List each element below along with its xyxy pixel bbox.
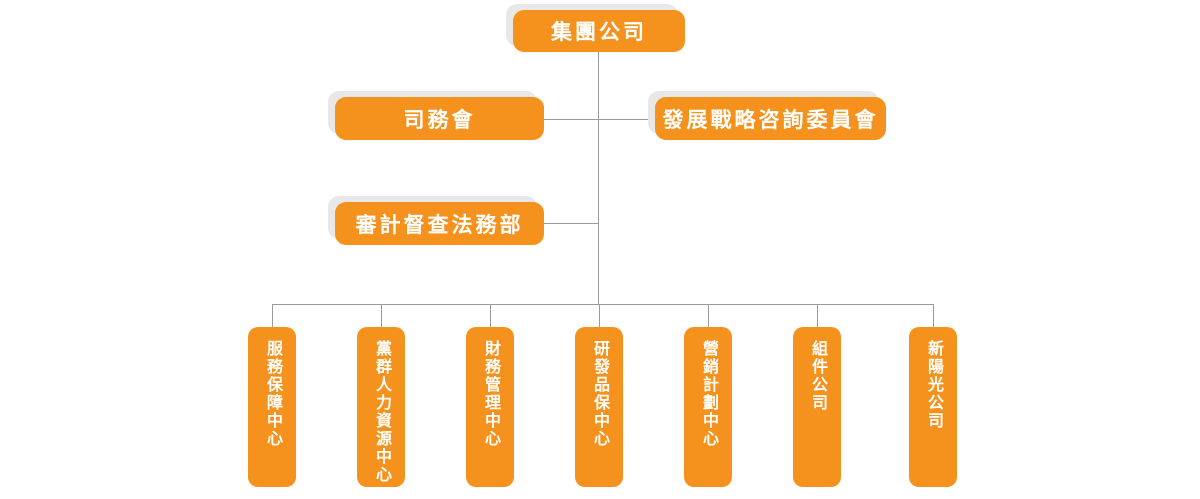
node-party-hr-center: 黨群人力資源中心 [357,327,405,487]
connector-drop-line [933,304,934,327]
connector-drop-line [599,304,600,327]
connector-trunk-line [598,52,599,304]
node-label: 審計督查法務部 [355,212,524,237]
connector-drop-line [817,304,818,327]
node-service-support-center: 服務保障中心 [248,327,296,487]
node-label: 司務會 [403,107,476,132]
connector-distribution-line [272,304,933,305]
node-development-strategy-advisory-committee: 發展戰略咨詢委員會 [655,97,886,140]
connector-drop-line [490,304,491,327]
node-marketing-planning-center: 營銷計劃中心 [684,327,732,487]
connector-audit-line [544,223,599,224]
node-executive-council: 司務會 [335,97,544,140]
node-financial-management-center: 財務管理中心 [466,327,514,487]
node-label: 集團公司 [551,20,647,44]
node-label: 發展戰略咨詢委員會 [662,107,879,132]
node-audit-supervision-legal-dept: 審計督查法務部 [335,202,544,245]
node-new-sunshine-company: 新陽光公司 [909,327,957,487]
connector-committees-line [544,119,655,120]
node-components-company: 組件公司 [793,327,841,487]
connector-drop-line [272,304,273,327]
node-rd-quality-assurance-center: 研發品保中心 [575,327,623,487]
connector-drop-line [708,304,709,327]
connector-drop-line [381,304,382,327]
node-group-company: 集團公司 [513,10,685,52]
